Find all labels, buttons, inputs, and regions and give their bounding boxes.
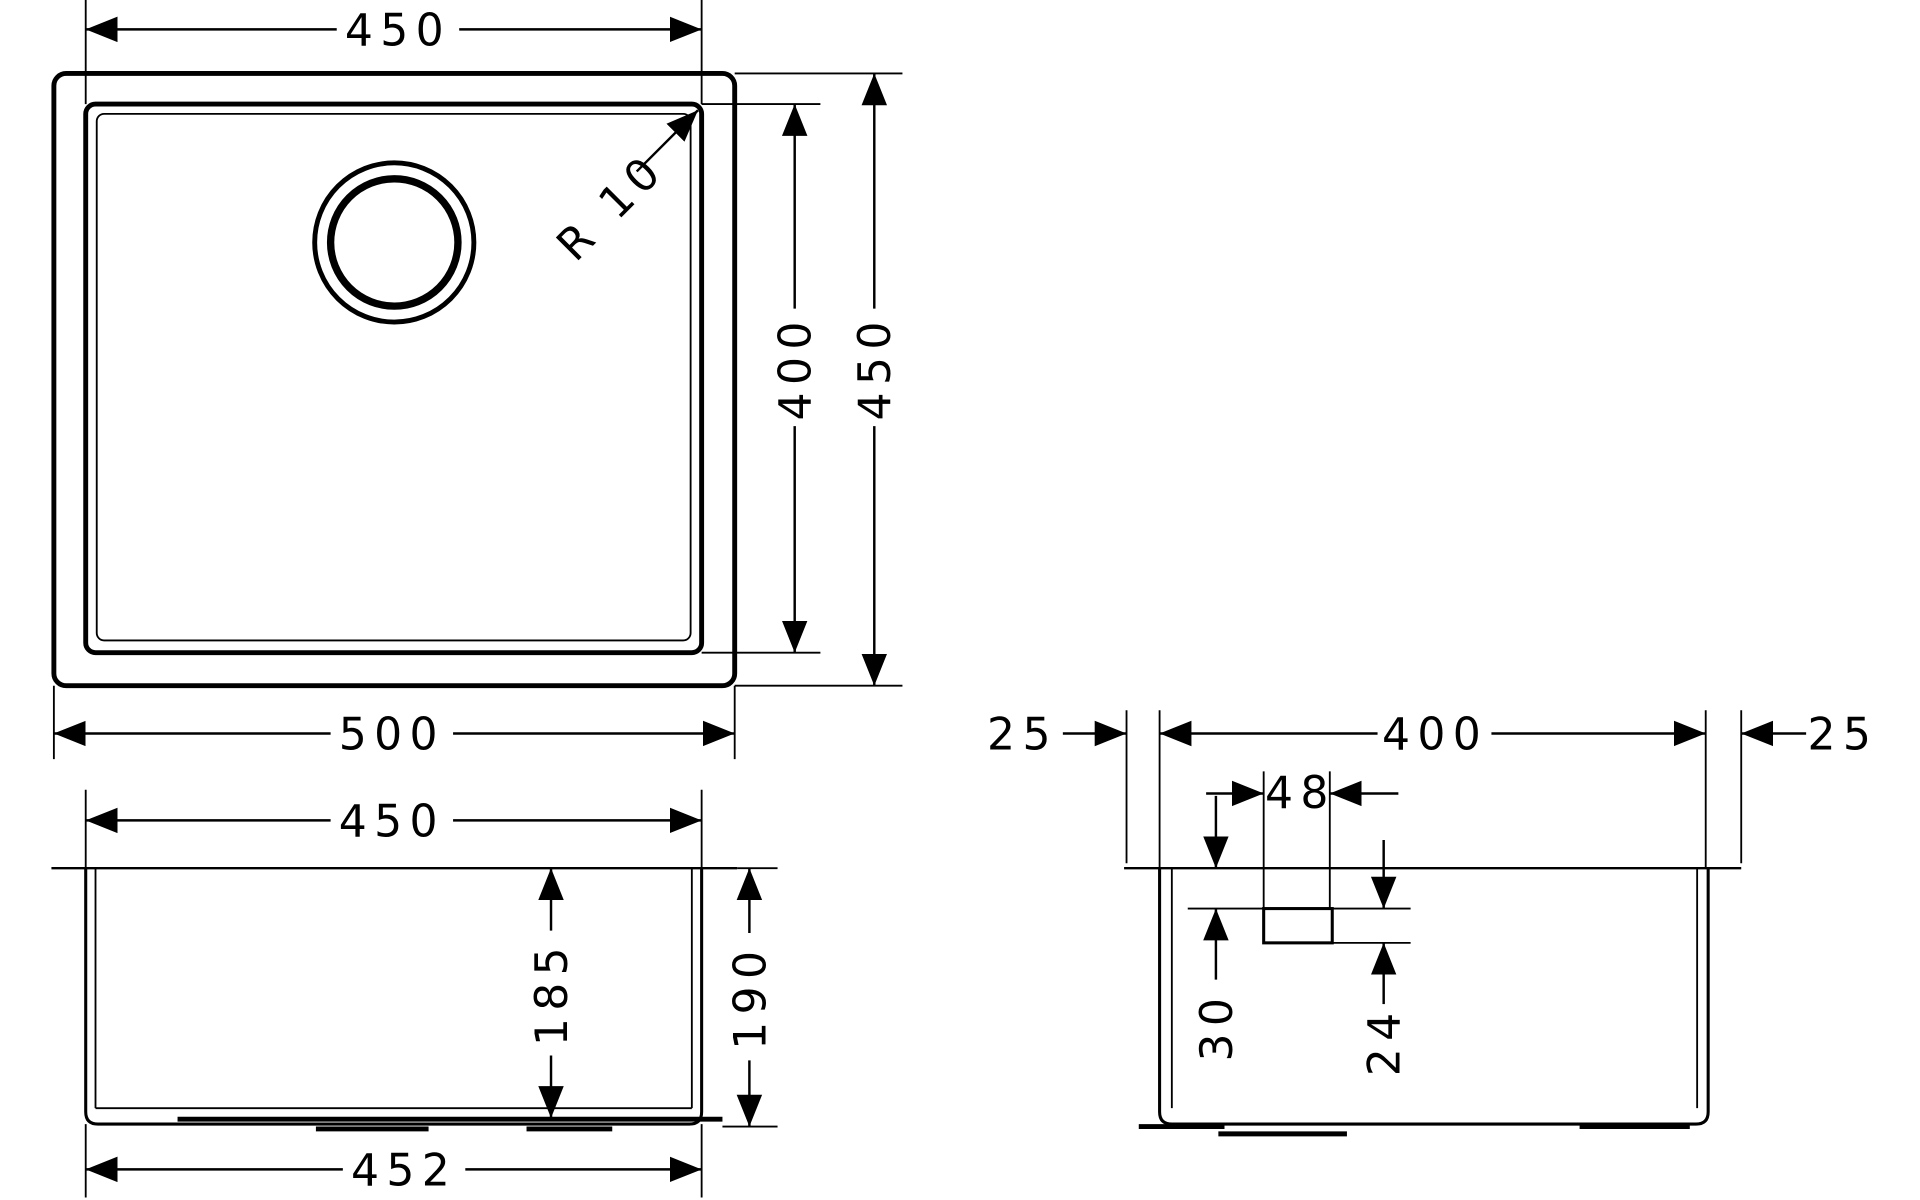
dim-top-inner-depth: 400	[771, 314, 822, 420]
corner-radius-leader	[635, 109, 699, 173]
front-view: 450 185 190 452	[51, 789, 778, 1198]
dim-line-overflow-height	[1332, 840, 1411, 1005]
overflow-slot	[1262, 907, 1334, 945]
side-bowl-inner-lines	[1170, 868, 1699, 1109]
front-bowl-inner-lines	[94, 868, 693, 1110]
side-bowl	[1158, 868, 1710, 1126]
drain-inner	[326, 175, 462, 310]
front-bowl	[84, 868, 704, 1126]
dim-front-top-width: 450	[339, 796, 445, 847]
dim-side-right-flange: 25	[1807, 709, 1878, 760]
dim-side-bowl-width: 400	[1382, 709, 1488, 760]
dim-line-overflow-width	[1206, 771, 1399, 909]
front-bowl-base	[177, 1116, 723, 1132]
dim-line-top-outer-width	[52, 685, 736, 760]
dim-top-outer-depth: 450	[850, 314, 901, 420]
dim-top-outer-width: 500	[339, 709, 445, 760]
dim-overflow-height: 24	[1360, 1005, 1411, 1076]
dim-side-left-flange: 25	[987, 709, 1058, 760]
side-view: 25 400 25 48 30 24	[987, 709, 1878, 1137]
sink-bowl-outline	[83, 101, 705, 656]
dim-top-inner-width: 450	[345, 5, 451, 56]
dim-front-overall-height: 190	[725, 944, 776, 1050]
dim-line-top-inner-width	[84, 0, 703, 105]
dim-overflow-width: 48	[1265, 768, 1336, 819]
dim-overflow-offset: 30	[1192, 991, 1243, 1062]
sink-bowl-inner-line	[95, 112, 692, 642]
dim-front-inner-height: 185	[527, 940, 578, 1046]
dim-corner-radius: R 10	[547, 143, 675, 271]
dim-line-front-overall-height	[722, 867, 778, 1128]
sink-outer-rim	[51, 71, 738, 689]
dim-line-front-bottom-width	[84, 1124, 703, 1198]
side-bowl-base	[1138, 1124, 1690, 1137]
drain-outer	[312, 160, 477, 325]
dim-line-front-top-width	[84, 789, 703, 869]
dim-front-bottom-width: 452	[351, 1145, 457, 1196]
top-view: 450 400 450 500 R 10	[51, 0, 903, 760]
dim-line-overflow-offset	[1187, 795, 1264, 980]
